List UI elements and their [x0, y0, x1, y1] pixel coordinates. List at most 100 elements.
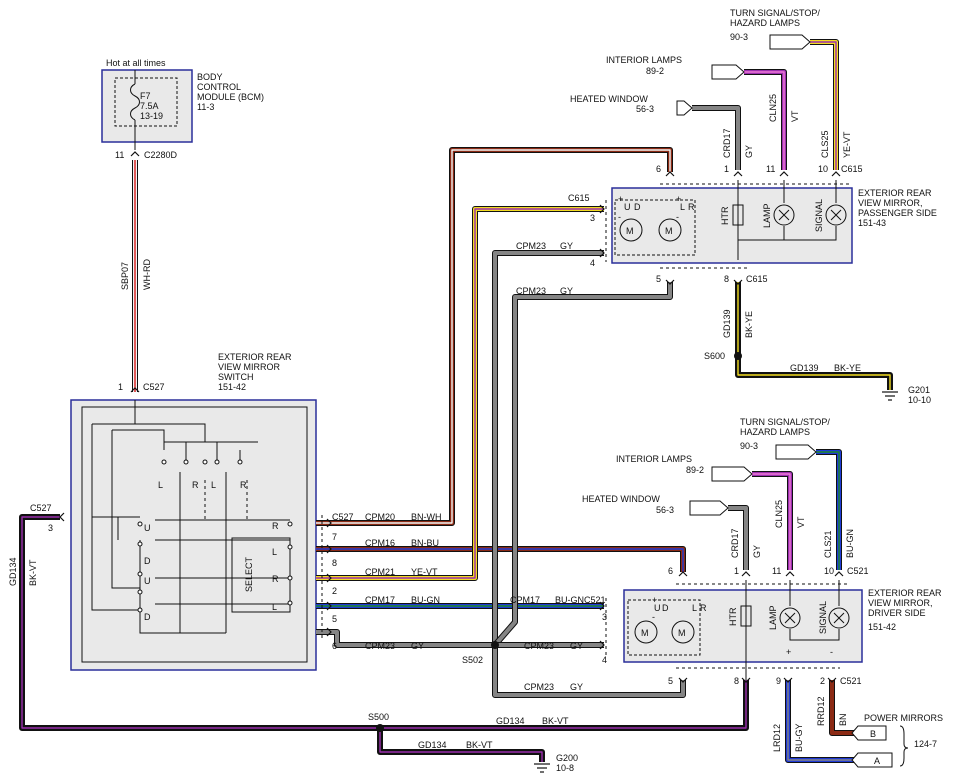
gd134-mid-circuit: GD134 [496, 716, 525, 726]
drv-heat-label: HEATED WINDOW [582, 494, 660, 504]
bcm-ref: 11-3 [197, 102, 214, 112]
pass-top-pin-10: 10 [818, 164, 828, 174]
drv-cln25-color: VT [796, 516, 806, 528]
switch-title-2: VIEW MIRROR [218, 362, 280, 372]
drv-cpm17-circuit: CPM17 [510, 595, 540, 605]
wire-crd17-pass-layer [692, 106, 740, 170]
splice-s500-label: S500 [368, 712, 389, 722]
power-mirrors-label: POWER MIRRORS [864, 713, 943, 723]
pass-plus-1: + [618, 194, 623, 204]
splice-s600 [734, 352, 742, 360]
drv-heat-ref: 56-3 [656, 505, 674, 515]
pass-top-connector: C615 [841, 164, 863, 174]
drv-rrd12-circuit: RRD12 [816, 696, 826, 726]
pass-d: D [634, 202, 641, 212]
wire-cpm23-drv5-layer [493, 645, 685, 697]
splice-s500 [376, 724, 384, 732]
pass-bottom-pin-5: 5 [656, 274, 661, 284]
sw-cpm23-circuit: CPM23 [365, 641, 395, 651]
wire-crd17-drv-layer [728, 506, 748, 570]
ground-g200-icon [534, 763, 550, 773]
sw-cpm20-circuit: CPM20 [365, 512, 395, 522]
wire-gd134-gnd-layer [379, 728, 543, 762]
wire-gd139-layer [736, 282, 892, 390]
switch-top-pin: 1 [118, 382, 123, 392]
drv-int-label: INTERIOR LAMPS [616, 454, 692, 464]
sw-pin-2: 2 [332, 586, 337, 596]
power-mirrors-pin-a: A [874, 756, 880, 766]
wire-cpm20-layer [316, 149, 671, 524]
dir-l2: L [211, 480, 216, 490]
splice-s502-label: S502 [462, 655, 483, 665]
sw-cpm16-circuit: CPM16 [365, 538, 395, 548]
switch-box [70, 399, 317, 671]
drv-title-3: DRIVER SIDE [868, 608, 926, 618]
bcm-line3: MODULE (BCM) [197, 92, 264, 102]
pass-top-pin-1: 1 [724, 164, 729, 174]
drv-plus-2: + [786, 647, 791, 657]
pass-plus-2: + [676, 194, 681, 204]
sw-pin-5: 5 [332, 614, 337, 624]
switch-top-connector: C527 [143, 382, 165, 392]
drv-u: U [654, 603, 661, 613]
pass-cpm23-b-color: GY [560, 286, 573, 296]
pass-l: L [680, 202, 685, 212]
pass-motor-1: M [626, 226, 634, 236]
sw-cpm20-color: BN-WH [411, 512, 442, 522]
pass-cln25-color: VT [790, 110, 800, 122]
drv-motor-2: M [678, 628, 686, 638]
drv-bottom-pin-5: 5 [668, 676, 673, 686]
fuse-rating: 7.5A [140, 101, 159, 111]
wire-cpm23-switch-layer [316, 630, 495, 647]
pass-cpm23-b-circuit: CPM23 [516, 286, 546, 296]
wire-gd139-layer [737, 282, 891, 390]
pass-gd139-h-circuit: GD139 [790, 363, 819, 373]
pass-left-connector: C615 [568, 193, 590, 203]
pass-crd17-color: GY [744, 145, 754, 158]
pass-turn-1: TURN SIGNAL/STOP/ [730, 8, 820, 18]
switch-inner-box [81, 406, 308, 663]
fuse-name: F7 [140, 91, 151, 101]
passenger-mirror-internals [614, 180, 847, 260]
bcm-connector: C2280D [144, 150, 178, 160]
pass-heat-label: HEATED WINDOW [570, 94, 648, 104]
sw-pin-7: 7 [332, 532, 337, 542]
pass-top-pin-6: 6 [656, 164, 661, 174]
sel-r2: R [272, 574, 279, 584]
pass-crd17-circuit: CRD17 [722, 128, 732, 158]
pass-r: R [688, 202, 695, 212]
wire-rrd12-layer [830, 680, 858, 735]
drv-plus-1: + [652, 595, 657, 605]
dir-r2: R [240, 480, 247, 490]
switch-title-3: SWITCH [218, 372, 254, 382]
drv-htr: HTR [728, 607, 738, 626]
wire-cpm16-layer [316, 548, 684, 572]
switch-left-pin: 3 [48, 523, 53, 533]
pass-signal: SIGNAL [814, 199, 824, 232]
sel-l2: L [272, 602, 277, 612]
drv-bottom-pin-9: 9 [776, 676, 781, 686]
sw-pin-6: 6 [332, 641, 337, 651]
switch-ref: 151-42 [218, 382, 246, 392]
pass-minus-1: - [618, 212, 621, 222]
pass-minus-2: - [676, 212, 679, 222]
connector-arrows [59, 151, 844, 683]
sbp07-color: WH-RD [142, 259, 152, 290]
pass-cls25-color: YE-VT [842, 131, 852, 158]
drv-r: R [700, 603, 707, 613]
wire-cpm23-pass4-layer [493, 251, 604, 645]
drv-top-pin-10: 10 [824, 566, 834, 576]
ground-g200-ref: 10-8 [556, 763, 574, 773]
drv-cpm23-b-color: GY [570, 682, 583, 692]
drv-l: L [692, 603, 697, 613]
splice-s600-label: S600 [704, 351, 725, 361]
fuse-f7-icon [114, 70, 178, 150]
bcm-line2: CONTROL [197, 82, 241, 92]
pass-bottom-pin-8: 8 [724, 274, 729, 284]
ground-g201-label: G201 [908, 385, 930, 395]
drv-crd17-circuit: CRD17 [730, 528, 740, 558]
wire-cls21-drv-layer [816, 451, 840, 570]
pass-cpm23-a-color: GY [560, 241, 573, 251]
pass-htr: HTR [720, 206, 730, 225]
